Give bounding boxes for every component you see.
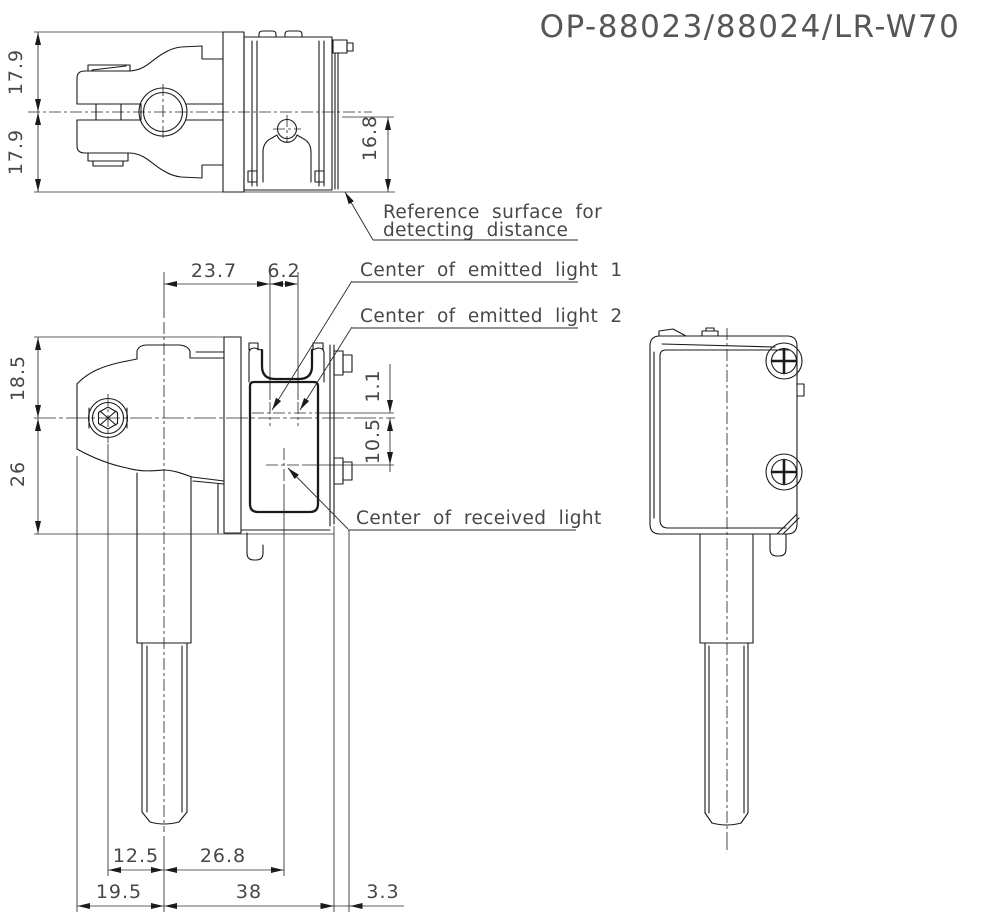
emitted-light-1-callout: Center of emitted light 1	[271, 260, 623, 411]
emitted-light-2-label: Center of emitted light 2	[360, 306, 623, 327]
top-view: 17.9 17.9 16.8	[5, 30, 602, 241]
screw-upper	[765, 342, 803, 380]
dim-edge-to-rod: 19.5	[77, 881, 164, 909]
dim-face-offset: 3.3	[320, 881, 404, 909]
sensor-side-body	[649, 335, 798, 535]
dim-center-to-receive: 10.5	[362, 418, 393, 472]
sensor-top-outline	[222, 30, 354, 193]
dim-text-17-9-lower: 17.9	[5, 129, 27, 175]
dim-text-18-5: 18.5	[7, 355, 29, 401]
bracket-front-outline	[76, 344, 225, 534]
dim-text-12-5: 12.5	[113, 845, 159, 867]
emitted-light-2-callout: Center of emitted light 2	[299, 306, 623, 411]
dim-text-38: 38	[236, 881, 262, 903]
dim-front-lower: 26	[7, 418, 41, 534]
dim-text-6-2: 6.2	[267, 260, 300, 282]
optical-axes	[252, 402, 394, 876]
dim-text-10-5: 10.5	[362, 418, 384, 464]
sensor-window	[248, 380, 320, 514]
dim-top-upper-height: 17.9	[5, 32, 41, 112]
rod-front-outline	[136, 322, 192, 912]
dim-top-sensor-height: 16.8	[359, 115, 391, 192]
dim-front-upper: 18.5	[7, 337, 41, 418]
dim-text-19-5: 19.5	[96, 881, 142, 903]
dim-emit-offset: 23.7	[164, 260, 270, 287]
dim-rod-to-face: 38	[164, 881, 334, 909]
received-light-label: Center of received light	[356, 508, 602, 529]
emitted-light-1-label: Center of emitted light 1	[360, 260, 623, 281]
screw-lower	[765, 453, 803, 491]
dim-top-lower-height: 17.9	[5, 112, 41, 192]
dim-text-26-8: 26.8	[200, 845, 246, 867]
reference-surface-label-1: Reference surface for	[383, 202, 602, 223]
front-view: 23.7 6.2 18.5 26	[7, 260, 623, 912]
dim-emit-to-center: 1.1	[362, 364, 393, 413]
drawing-title: OP-88023/88024/LR-W70	[540, 9, 961, 45]
dim-text-26: 26	[7, 461, 29, 487]
dim-text-3-3: 3.3	[366, 881, 399, 903]
reference-surface-callout: Reference surface for detecting distance	[344, 191, 602, 241]
sensor-front-outline	[223, 336, 353, 561]
clamp-bolt-hex	[97, 406, 119, 430]
dim-text-17-9-upper: 17.9	[5, 49, 27, 95]
dim-emit-gap: 6.2	[267, 260, 300, 287]
reference-surface-label-2: detecting distance	[383, 220, 568, 241]
dim-rod-to-receive: 26.8	[164, 845, 284, 873]
dim-text-23-7: 23.7	[191, 260, 237, 282]
dim-text-16-8: 16.8	[359, 115, 381, 161]
received-light-callout: Center of received light	[287, 467, 602, 531]
side-view	[649, 327, 805, 850]
rod-side-outline	[699, 533, 787, 826]
dim-text-1-1: 1.1	[362, 369, 384, 402]
clamp-top-outline	[76, 45, 224, 179]
dim-bolt-to-rod: 12.5	[108, 845, 164, 873]
